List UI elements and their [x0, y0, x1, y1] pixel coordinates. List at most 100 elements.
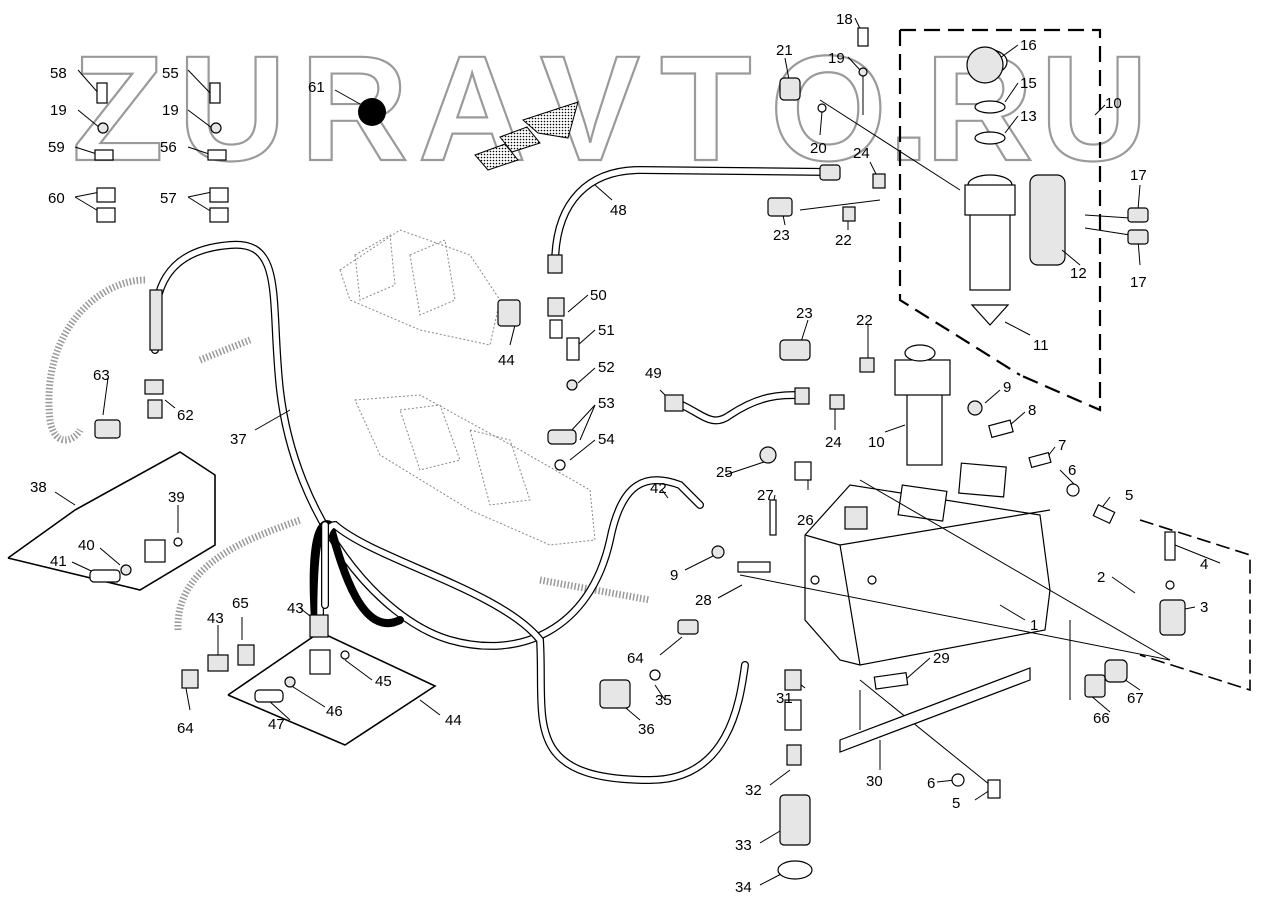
callout-31: 31: [776, 690, 793, 707]
callout-48: 48: [610, 202, 627, 219]
callout-47: 47: [268, 716, 285, 733]
callout-64: 64: [627, 650, 644, 667]
callout-3: 3: [1200, 599, 1208, 616]
callout-13: 13: [1020, 108, 1037, 125]
callout-45: 45: [375, 673, 392, 690]
watermark-letter: U: [178, 24, 286, 192]
callout-43: 43: [207, 610, 224, 627]
fittings: [89, 27, 1186, 880]
callout-38: 38: [30, 479, 47, 496]
callout-53: 53: [598, 395, 615, 412]
logo-arrow-stripes-icon: [474, 101, 579, 171]
callout-54: 54: [598, 431, 615, 448]
callout-44: 44: [445, 712, 462, 729]
callout-18: 18: [836, 11, 853, 28]
item-61-marker: [358, 98, 386, 126]
callout-23: 23: [796, 305, 813, 322]
callout-52: 52: [598, 359, 615, 376]
callout-42: 42: [650, 480, 667, 497]
callout-7: 7: [1058, 437, 1066, 454]
assembly-frames: [7, 28, 1251, 746]
callout-1: 1: [1030, 617, 1038, 634]
callout-17: 17: [1130, 167, 1147, 184]
callout-60: 60: [48, 190, 65, 207]
callout-35: 35: [655, 692, 672, 709]
callout-65: 65: [232, 595, 249, 612]
callout-63: 63: [93, 367, 110, 384]
callout-6: 6: [927, 775, 935, 792]
callout-33: 33: [735, 837, 752, 854]
watermark-letter: U: [1040, 24, 1148, 192]
callout-6: 6: [1068, 462, 1076, 479]
watermark-letter: V: [540, 24, 640, 192]
callout-44: 44: [498, 352, 515, 369]
callout-20: 20: [810, 140, 827, 157]
callout-16: 16: [1020, 37, 1037, 54]
callout-11: 11: [1033, 337, 1049, 354]
callout-21: 21: [776, 42, 793, 59]
callout-10: 10: [1105, 95, 1122, 112]
background-pump-assembly: [45, 229, 651, 631]
callout-19: 19: [50, 102, 67, 119]
callout-4: 4: [1200, 556, 1208, 573]
callout-49: 49: [645, 365, 662, 382]
callout-51: 51: [598, 322, 615, 339]
callout-19: 19: [828, 50, 845, 67]
hoses: [150, 165, 834, 785]
callout-24: 24: [825, 434, 842, 451]
callout-43: 43: [287, 600, 304, 617]
callout-34: 34: [735, 879, 752, 896]
watermark-letter: T: [660, 24, 752, 192]
suction-filter-assembly: [894, 344, 951, 466]
callout-37: 37: [230, 431, 247, 448]
watermark-letter: R: [300, 24, 408, 192]
callout-41: 41: [50, 553, 67, 570]
callout-46: 46: [326, 703, 343, 720]
callout-58: 58: [50, 65, 67, 82]
watermark-letter: .: [888, 24, 930, 192]
callout-57: 57: [160, 190, 177, 207]
callout-19: 19: [162, 102, 179, 119]
callout-30: 30: [866, 773, 883, 790]
callout-50: 50: [590, 287, 607, 304]
callout-40: 40: [78, 537, 95, 554]
watermark-letter: Z: [72, 24, 164, 192]
callout-9: 9: [670, 567, 678, 584]
callout-62: 62: [177, 407, 194, 424]
callout-24: 24: [853, 145, 870, 162]
callout-67: 67: [1127, 690, 1144, 707]
callout-15: 15: [1020, 75, 1037, 92]
callout-32: 32: [745, 782, 762, 799]
callout-12: 12: [1070, 265, 1087, 282]
callout-9: 9: [1003, 379, 1011, 396]
callout-8: 8: [1028, 402, 1036, 419]
callout-22: 22: [835, 232, 852, 249]
callout-27: 27: [757, 487, 774, 504]
callout-36: 36: [638, 721, 655, 738]
return-filter-assembly: [964, 49, 1066, 326]
callout-61: 61: [308, 79, 325, 96]
hydraulic-tank: [804, 462, 1051, 666]
callout-56: 56: [160, 139, 177, 156]
callout-39: 39: [168, 489, 185, 506]
callout-55: 55: [162, 65, 179, 82]
callout-2: 2: [1097, 569, 1105, 586]
callout-23: 23: [773, 227, 790, 244]
callout-labels: 58 55 19 19 59 56 60 57 61 18 21 19 20 1…: [30, 11, 1208, 896]
callout-17: 17: [1130, 274, 1147, 291]
callout-25: 25: [716, 464, 733, 481]
callout-59: 59: [48, 139, 65, 156]
callout-22: 22: [856, 312, 873, 329]
callout-10: 10: [868, 434, 885, 451]
callout-5: 5: [952, 795, 960, 812]
callout-66: 66: [1093, 710, 1110, 727]
callout-28: 28: [695, 592, 712, 609]
callout-64: 64: [177, 720, 194, 737]
callout-26: 26: [797, 512, 814, 529]
callout-5: 5: [1125, 487, 1133, 504]
callout-29: 29: [933, 650, 950, 667]
watermark: Z U R A V T O . R U: [71, 23, 1150, 193]
watermark-letter: A: [418, 24, 526, 192]
